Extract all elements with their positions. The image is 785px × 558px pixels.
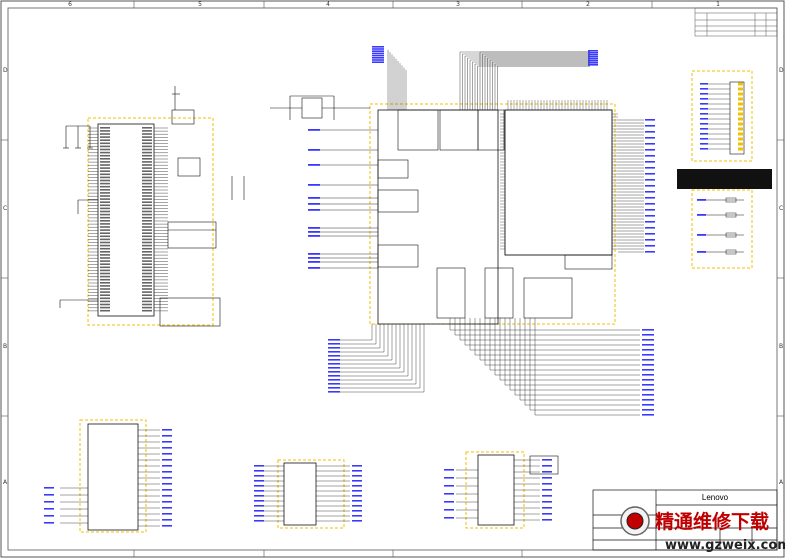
left-bus-wires [308,129,378,269]
revision-table [694,7,778,37]
zone-column-label: 6 [68,1,72,8]
drawing-border [7,7,778,551]
note-table [677,169,772,189]
zone-column-label: 4 [326,1,330,8]
zone-row-label: B [779,343,783,350]
soc-region [369,100,618,325]
left-connector-block [87,117,214,326]
zone-column-label: 5 [198,1,202,8]
right-bus-wires [618,119,655,253]
bottom-fanout-wires [328,318,654,416]
top-bus-wires [372,46,598,110]
zone-row-label: D [779,67,784,74]
bottom-middle-ic [254,459,362,529]
bottom-left-ic [44,419,172,533]
bottom-right-ic [444,451,559,529]
watermark: 精通维修下载 www.gzweix.com [620,506,785,553]
watermark-site-cn: 精通维修下载 [655,510,769,533]
watermark-site-url: www.gzweix.com [665,538,785,553]
oscillator [270,95,370,120]
left-cap-cluster [59,86,245,327]
right-connector-block-upper [691,70,753,162]
company-name: Lenovo [702,493,729,502]
zone-row-label: C [3,205,7,212]
zone-column-label: 3 [456,1,460,8]
zone-row-label: A [3,479,8,486]
zone-row-label: C [779,205,783,212]
right-connector-block-lower [691,189,753,269]
zone-row-label: D [3,67,8,74]
zone-row-label: A [779,479,784,486]
zone-column-label: 2 [586,1,590,8]
zone-column-label: 1 [716,1,720,8]
zone-row-label: B [3,343,7,350]
